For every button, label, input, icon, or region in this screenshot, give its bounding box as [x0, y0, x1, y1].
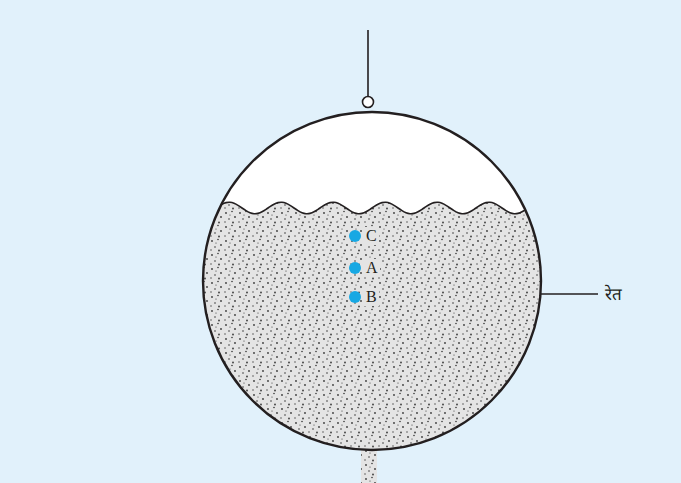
hanging-string [367, 30, 369, 96]
sand-leak [361, 449, 377, 483]
point-dot [349, 291, 361, 303]
hook-ring [363, 97, 374, 108]
sand-surface [190, 202, 558, 214]
part-label: रेत [603, 285, 624, 304]
point-label: B [364, 288, 379, 306]
point-label: C [364, 227, 379, 245]
point-label: A [364, 259, 380, 277]
point-dot [349, 262, 361, 274]
leader-line [541, 293, 598, 294]
sand-fill [190, 202, 560, 470]
bag-outline [203, 112, 541, 450]
point-dot [349, 230, 361, 242]
